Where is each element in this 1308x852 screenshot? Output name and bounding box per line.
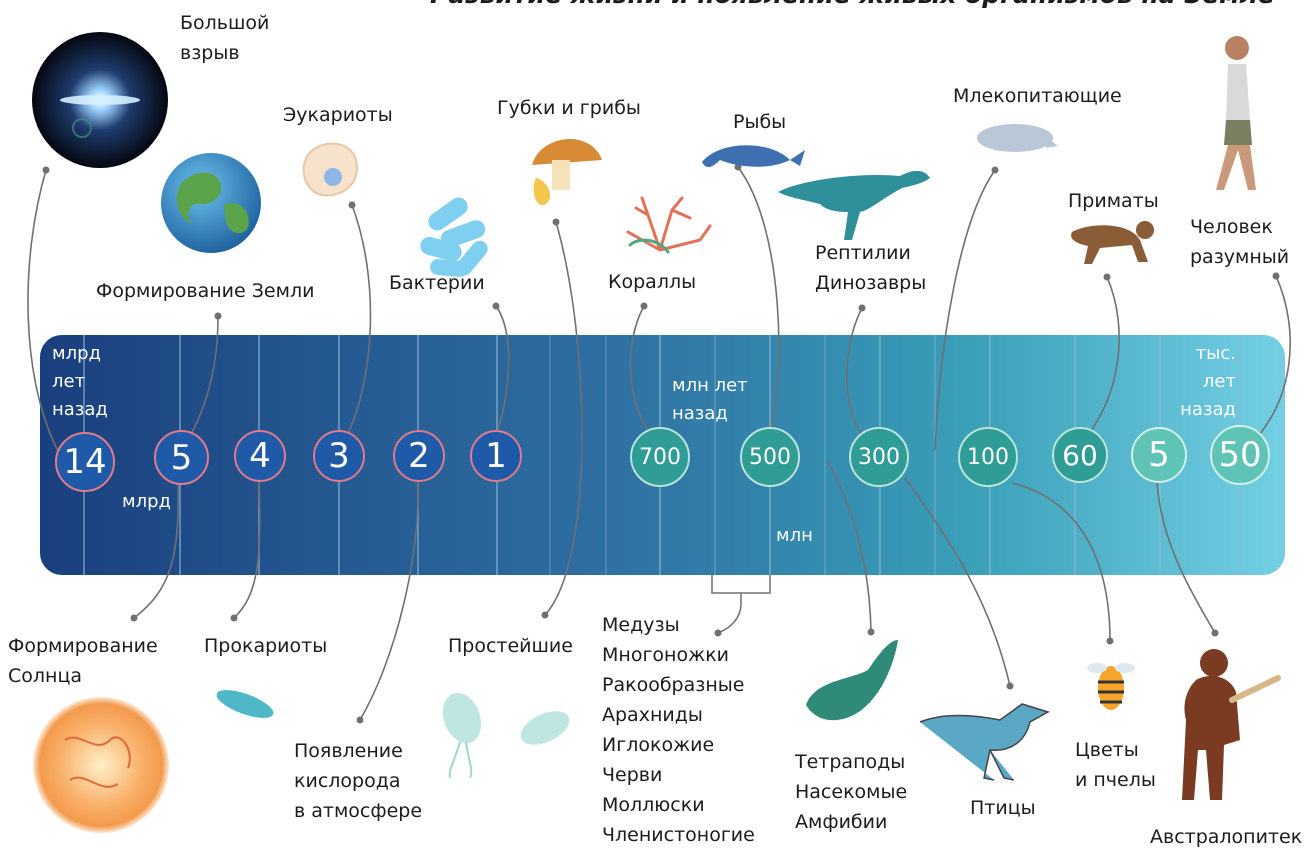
marker-4: 4 [234, 430, 286, 482]
label-sun: Формирование Солнца [8, 631, 158, 691]
unit-bn-bottom: млрд [122, 488, 171, 516]
unit-thousand-top: тыс. лет назад [1176, 340, 1236, 424]
label-birds: Птицы [970, 793, 1036, 823]
dinosaur-icon [778, 171, 930, 240]
marker-1: 1 [470, 430, 522, 482]
big-bang-icon [32, 32, 168, 168]
marker-60: 60 [1052, 427, 1108, 483]
human-icon [1216, 36, 1256, 190]
fish-icon [702, 145, 805, 167]
label-corals: Кораллы [608, 267, 696, 297]
label-mammals: Млекопитающие [953, 81, 1122, 111]
monkey-icon [1071, 221, 1154, 264]
marker-50: 50 [1210, 425, 1270, 485]
bracket [712, 575, 770, 605]
coral-icon [628, 198, 710, 252]
marker-300: 300 [849, 427, 909, 487]
marker-2: 2 [393, 430, 445, 482]
sun-icon [33, 697, 169, 833]
label-earth: Формирование Земли [96, 276, 314, 306]
marker-5-mln: 5 [1131, 427, 1187, 483]
earth-icon [161, 153, 261, 253]
label-reptiles: Рептилии Динозавры [815, 238, 926, 298]
marker-700: 700 [630, 427, 690, 487]
protozoa-icon [436, 687, 574, 778]
label-human: Человек разумный [1190, 212, 1289, 272]
bird-icon [920, 704, 1048, 780]
label-prokaryotes: Прокариоты [204, 631, 327, 661]
label-eukaryotes: Эукариоты [283, 100, 393, 130]
mushroom-icon [532, 139, 602, 205]
unit-mln-top: млн лет назад [672, 372, 748, 428]
marker-100: 100 [958, 427, 1018, 487]
label-primates: Приматы [1068, 186, 1159, 216]
label-australopithecus: Австралопитек [1150, 822, 1302, 852]
label-bacteria: Бактерии [389, 268, 485, 298]
bee-icon [1087, 663, 1135, 710]
mammal-icon [977, 124, 1058, 152]
marker-500: 500 [740, 427, 800, 487]
prokaryote-icon [213, 684, 276, 723]
label-flowers: Цветы и пчелы [1075, 735, 1156, 795]
label-fish: Рыбы [733, 107, 786, 137]
australopithecus-icon [1182, 649, 1278, 800]
label-sponges: Губки и грибы [497, 93, 641, 123]
bacteria-icon [418, 194, 491, 278]
marker-5-bn: 5 [154, 430, 209, 485]
label-oxygen: Появление кислорода в атмосфере [294, 736, 422, 826]
label-big-bang: Большой взрыв [180, 8, 269, 68]
marker-14: 14 [55, 432, 115, 492]
unit-bn-top: млрд лет назад [52, 340, 108, 424]
unit-mln-bottom: млн [776, 522, 813, 550]
label-tetrapods: Тетраподы Насекомые Амфибии [795, 747, 907, 837]
tetrapod-icon [806, 640, 898, 720]
eukaryote-icon [304, 144, 357, 196]
marker-3: 3 [313, 430, 365, 482]
label-protozoa: Простейшие [448, 631, 573, 661]
label-jellyfish-group: Медузы Многоножки Ракообразные Арахниды … [602, 610, 755, 850]
